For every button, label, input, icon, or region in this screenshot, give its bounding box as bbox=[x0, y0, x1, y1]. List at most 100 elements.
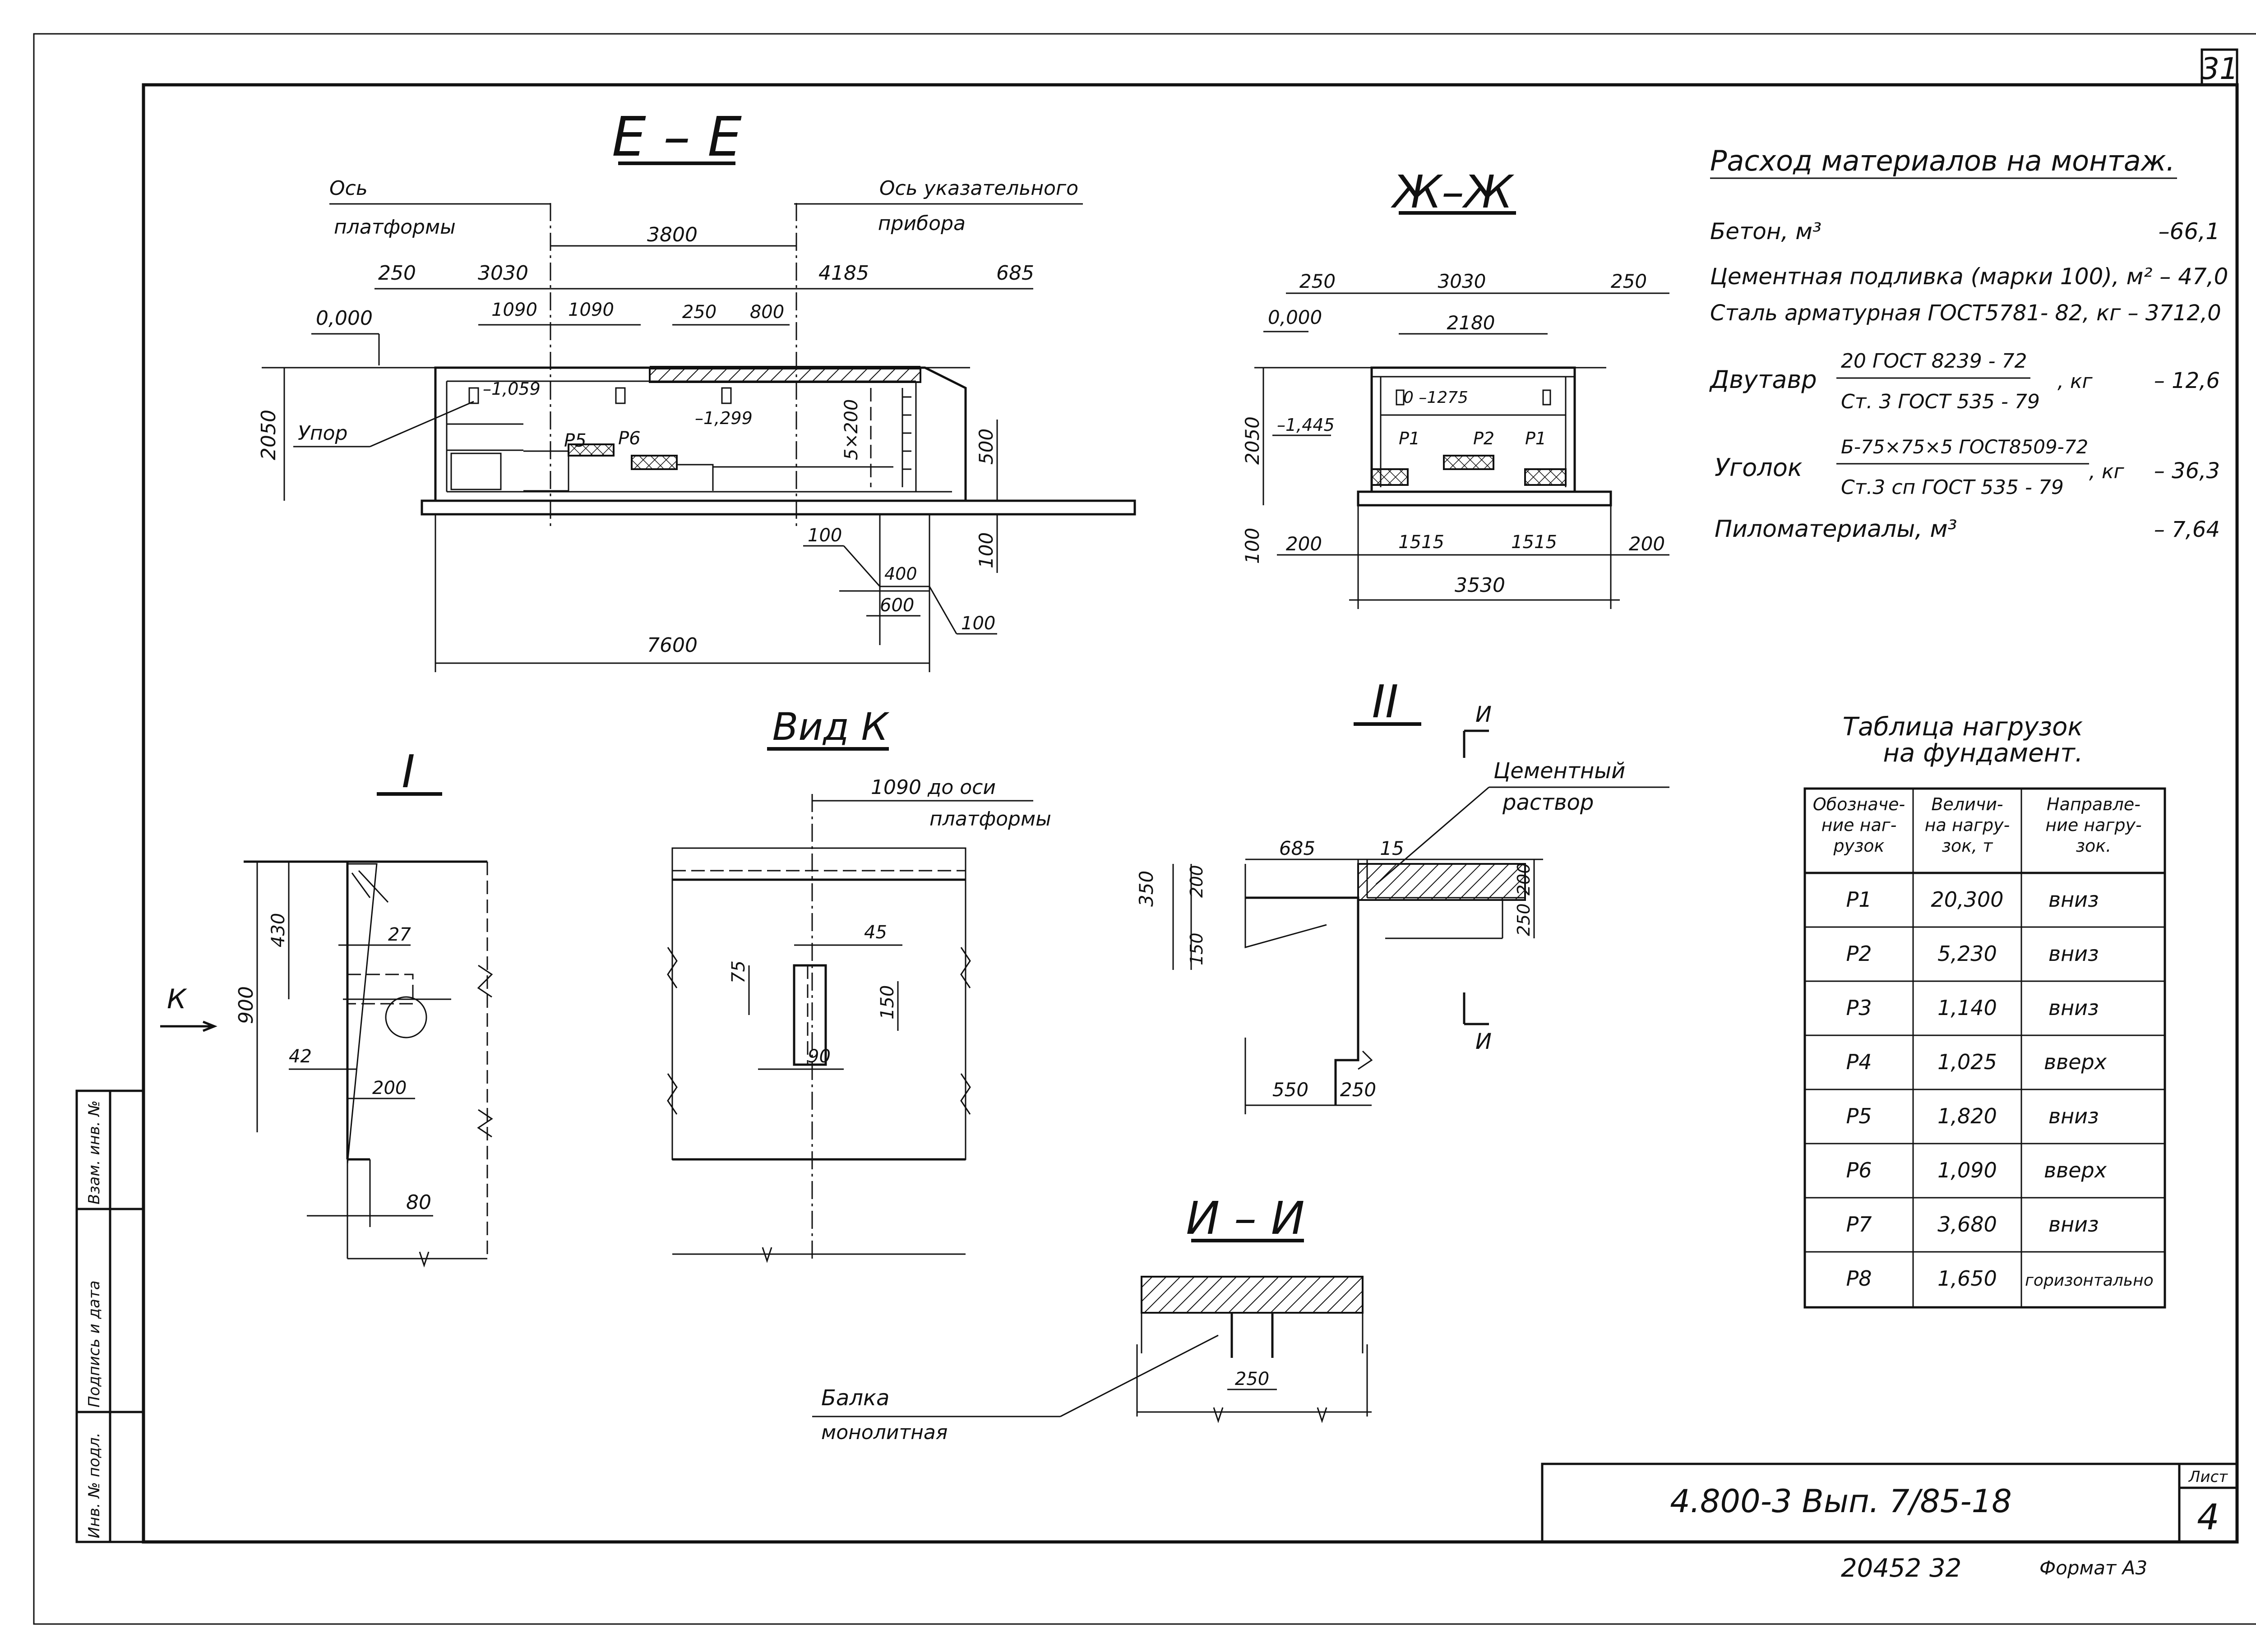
detail-ii: II И И Цементный раствор 685 15 350 200 … bbox=[1135, 675, 1669, 1114]
ibeam-label: Двутавр bbox=[1709, 365, 1817, 394]
load-table: Таблица нагрузок на фундамент. Обозначе-… bbox=[1803, 712, 2166, 1309]
elev-1275: 0 –1275 bbox=[1403, 388, 1468, 407]
angle-unit: , кг bbox=[2089, 460, 2125, 483]
dim-600: 600 bbox=[880, 595, 914, 616]
dim-42: 42 bbox=[289, 1046, 312, 1067]
list-number: 4 bbox=[2197, 1497, 2219, 1538]
dim-685-ii: 685 bbox=[1279, 837, 1315, 859]
row-value: 1,025 bbox=[1937, 1050, 1997, 1074]
ibeam-numerator: 20 ГОСТ 8239 - 72 bbox=[1841, 350, 2027, 373]
beam-label-1: Балка bbox=[821, 1385, 889, 1411]
dim-350: 350 bbox=[1135, 871, 1157, 907]
dim-15: 15 bbox=[1380, 837, 1404, 859]
header-value-2: на нагру- bbox=[1925, 815, 2010, 835]
row-label: P6 bbox=[1846, 1158, 1872, 1182]
beam-label-2: монолитная bbox=[821, 1421, 948, 1444]
dim-80: 80 bbox=[406, 1191, 431, 1214]
axis-indicator-label-2: прибора bbox=[878, 212, 966, 235]
axis-platform-label-2: платформы bbox=[334, 216, 456, 239]
view-k-arrow-label: К bbox=[167, 983, 187, 1015]
row-label: P2 bbox=[1846, 941, 1872, 966]
stamp-signature-label: Подпись и дата bbox=[85, 1280, 103, 1407]
dim-250a-ii: 250 bbox=[1514, 903, 1534, 936]
row-label: P1 bbox=[1846, 887, 1872, 912]
elev-0-ee: 0,000 bbox=[316, 307, 373, 330]
row-value: 3,680 bbox=[1937, 1212, 1997, 1237]
load-table-title-1: Таблица нагрузок bbox=[1843, 712, 2083, 742]
ibeam-denominator: Ст. 3 ГОСТ 535 - 79 bbox=[1841, 390, 2040, 413]
mortar-label-1: Цементный bbox=[1493, 758, 1625, 784]
load-p1a-mark: P1 bbox=[1399, 429, 1420, 448]
dim-2050-zz: 2050 bbox=[1241, 416, 1263, 465]
load-p2-mark: P2 bbox=[1473, 429, 1494, 448]
row-value: 1,650 bbox=[1937, 1266, 1997, 1291]
view-k: Вид К 1090 до оси платформы 45 75 150 90 bbox=[667, 705, 1051, 1263]
mortar-label-2: раствор bbox=[1502, 790, 1594, 815]
dim-200-i: 200 bbox=[372, 1078, 407, 1098]
dim-400: 400 bbox=[884, 564, 917, 584]
dim-900: 900 bbox=[235, 986, 258, 1024]
dim-3030-ee: 3030 bbox=[478, 262, 528, 285]
row-label: P5 bbox=[1846, 1104, 1872, 1128]
dim-2180: 2180 bbox=[1447, 312, 1495, 334]
header-value-3: зок, т bbox=[1942, 836, 1994, 856]
header-direction-3: зок. bbox=[2076, 836, 2112, 856]
dim-100b: 100 bbox=[961, 613, 995, 634]
angle-value: – 36,3 bbox=[2154, 458, 2220, 484]
stop-label: Упор bbox=[298, 422, 347, 445]
dim-3030-zz: 3030 bbox=[1438, 270, 1486, 292]
dim-250-ee: 250 bbox=[378, 262, 416, 285]
dim-1515a: 1515 bbox=[1398, 532, 1444, 553]
sheet-frame bbox=[33, 33, 2256, 1625]
dim-250b-zz: 250 bbox=[1611, 270, 1647, 292]
dim-200b-zz: 200 bbox=[1629, 533, 1665, 555]
dim-250-section: 250 bbox=[1235, 1369, 1269, 1389]
row-direction: вниз bbox=[2048, 941, 2099, 966]
dim-1090a: 1090 bbox=[491, 300, 537, 320]
row-direction: вниз bbox=[2048, 887, 2099, 912]
row-value: 1,140 bbox=[1937, 996, 1997, 1020]
section-ee: Е – Е Ось платформы Ось указательного пр… bbox=[257, 106, 1136, 672]
section-zz: Ж–Ж 250 3030 250 2180 0,000 0 –1275 –1,4… bbox=[1241, 166, 1669, 609]
dim-4185: 4185 bbox=[818, 262, 869, 285]
header-direction-2: ние нагру- bbox=[2045, 815, 2141, 835]
concrete-label: Бетон, м³ bbox=[1710, 218, 1821, 245]
header-value-1: Величи- bbox=[1931, 794, 2003, 814]
detail-i: I 430 27 900 К 42 200 80 bbox=[160, 745, 493, 1268]
section-zz-title: Ж–Ж bbox=[1390, 166, 1515, 218]
elev-1059: –1,059 bbox=[483, 379, 541, 399]
lumber-value: – 7,64 bbox=[2154, 517, 2220, 542]
row-label: P3 bbox=[1846, 996, 1872, 1020]
row-value: 1,090 bbox=[1937, 1158, 1997, 1182]
concrete-value: –66,1 bbox=[2159, 218, 2220, 245]
dim-90: 90 bbox=[808, 1046, 831, 1067]
axis-ref-line-1: 1090 до оси bbox=[871, 776, 996, 799]
row-label: P4 bbox=[1846, 1050, 1872, 1074]
dim-1090b: 1090 bbox=[568, 300, 614, 320]
header-designation-3: рузок bbox=[1833, 836, 1884, 856]
dim-3530: 3530 bbox=[1455, 574, 1505, 597]
view-k-title: Вид К bbox=[772, 705, 890, 749]
axis-ref-line-2: платформы bbox=[929, 808, 1051, 831]
dim-100-vertical: 100 bbox=[975, 532, 997, 568]
load-table-title-2: на фундамент. bbox=[1883, 738, 2083, 768]
dim-685-ee: 685 bbox=[996, 262, 1034, 285]
dim-2050-ee: 2050 bbox=[257, 410, 280, 460]
header-designation-1: Обозначе- bbox=[1813, 794, 1905, 814]
dim-7600: 7600 bbox=[647, 634, 698, 657]
dim-800: 800 bbox=[750, 302, 784, 323]
row-label: P7 bbox=[1846, 1212, 1872, 1237]
ibeam-value: – 12,6 bbox=[2154, 368, 2220, 393]
elev-1299: –1,299 bbox=[695, 408, 753, 428]
header-designation-2: ние наг- bbox=[1821, 815, 1897, 835]
row-label: P8 bbox=[1846, 1266, 1872, 1291]
stamp-replace-label: Взам. инв. № bbox=[85, 1100, 103, 1204]
dim-100a: 100 bbox=[808, 525, 842, 546]
angle-denominator: Ст.3 сп ГОСТ 535 - 79 bbox=[1841, 476, 2064, 499]
dim-100-zz: 100 bbox=[1241, 528, 1263, 564]
dim-250b-ee: 250 bbox=[682, 302, 717, 323]
row-value: 1,820 bbox=[1937, 1104, 1997, 1128]
sheet-number-top: 31 bbox=[2201, 51, 2238, 86]
list-label: Лист bbox=[2188, 1468, 2228, 1486]
section-ii-title: И – И bbox=[1186, 1192, 1304, 1245]
